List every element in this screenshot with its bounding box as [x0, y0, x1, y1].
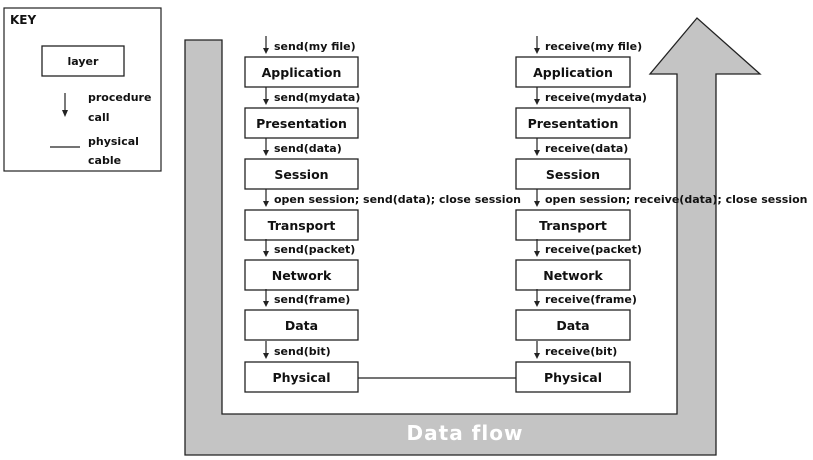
key-layer-box — [41, 45, 125, 77]
receiver-layer-box — [515, 361, 631, 393]
receiver-layer-label: Presentation — [528, 116, 619, 131]
key-cable-label-2: cable — [88, 154, 121, 167]
sender-call-arrow-icon — [263, 239, 269, 257]
sender-layer-label: Physical — [272, 370, 330, 385]
sender-layer-box — [244, 209, 359, 241]
sender-layer-box — [244, 309, 359, 341]
receiver-call-label: receive(packet) — [545, 243, 642, 256]
sender-call-arrow-icon — [263, 341, 269, 359]
receiver-layer-box — [515, 259, 631, 291]
receiver-call-label: open session; receive(data); close sessi… — [545, 193, 808, 206]
receiver-call-arrow-icon — [534, 138, 540, 156]
sender-call-label: send(packet) — [274, 243, 355, 256]
sender-layer-box — [244, 361, 359, 393]
key-cable-label-1: physical — [88, 135, 139, 148]
receiver-call-arrow-icon — [534, 36, 540, 54]
sender-call-arrow-icon — [263, 289, 269, 307]
receiver-layer-box — [515, 158, 631, 190]
receiver-call-arrow-icon — [534, 87, 540, 105]
receiver-call-label: receive(my file) — [545, 40, 642, 53]
receiver-call-arrow-icon — [534, 189, 540, 207]
receiver-layer-label: Transport — [539, 218, 607, 233]
sender-layer-label: Network — [272, 268, 332, 283]
sender-layer-box — [244, 107, 359, 139]
key-title: KEY — [10, 13, 36, 27]
key-layer-label: layer — [68, 55, 99, 68]
receiver-layer-box — [515, 209, 631, 241]
key-procedure-arrow-icon — [62, 93, 68, 117]
sender-layer-label: Session — [274, 167, 328, 182]
sender-call-label: send(bit) — [274, 345, 331, 358]
receiver-layer-label: Session — [546, 167, 600, 182]
key-legend: KEY layer procedure call physical cable — [3, 7, 162, 172]
receiver-call-label: receive(bit) — [545, 345, 617, 358]
data-flow-label: Data flow — [407, 421, 524, 445]
sender-call-label: send(my file) — [274, 40, 356, 53]
receiver-call-arrow-icon — [534, 289, 540, 307]
key-procedure-label-2: call — [88, 111, 109, 124]
receiver-call-arrow-icon — [534, 341, 540, 359]
sender-layer-box — [244, 158, 359, 190]
sender-call-label: send(frame) — [274, 293, 350, 306]
sender-call-label: send(data) — [274, 142, 342, 155]
sender-layer-label: Presentation — [256, 116, 347, 131]
sender-call-label: open session; send(data); close session — [274, 193, 521, 206]
sender-stack: send(my file) Application send(mydata) Pres… — [244, 36, 521, 393]
receiver-stack: receive(my file) Application receive(mydat… — [515, 36, 808, 393]
sender-call-arrow-icon — [263, 87, 269, 105]
receiver-layer-label: Network — [543, 268, 603, 283]
receiver-layer-box — [515, 309, 631, 341]
receiver-layer-box — [515, 107, 631, 139]
receiver-layer-label: Application — [533, 65, 613, 80]
receiver-layer-label: Data — [556, 318, 589, 333]
sender-call-arrow-icon — [263, 138, 269, 156]
sender-layer-box — [244, 259, 359, 291]
sender-layer-label: Application — [262, 65, 342, 80]
sender-call-label: send(mydata) — [274, 91, 360, 104]
sender-call-arrow-icon — [263, 189, 269, 207]
sender-layer-label: Data — [285, 318, 318, 333]
receiver-layer-box — [515, 56, 631, 88]
sender-call-arrow-icon — [263, 36, 269, 54]
receiver-layer-label: Physical — [544, 370, 602, 385]
key-procedure-label-1: procedure — [88, 91, 151, 104]
key-border — [3, 7, 162, 172]
receiver-call-label: receive(data) — [545, 142, 628, 155]
receiver-call-label: receive(frame) — [545, 293, 637, 306]
receiver-call-label: receive(mydata) — [545, 91, 647, 104]
receiver-call-arrow-icon — [534, 239, 540, 257]
sender-layer-box — [244, 56, 359, 88]
sender-layer-label: Transport — [268, 218, 336, 233]
data-flow-arrow — [184, 17, 762, 456]
